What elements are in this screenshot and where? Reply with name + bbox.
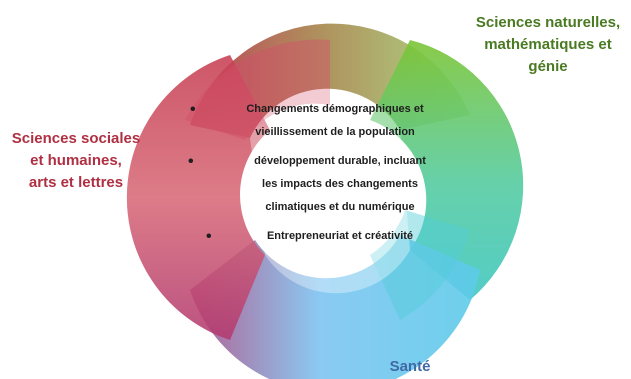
domain-label-line: Santé <box>389 358 431 375</box>
theme-item: Changements démographiques et vieillisse… <box>180 98 480 144</box>
domain-label-line: Sciences naturelles, <box>475 14 621 31</box>
domain-label-line: arts et lettres <box>28 174 124 191</box>
domain-label-line: Sciences sociales <box>11 130 141 147</box>
domain-label-line: génie <box>528 58 568 75</box>
domain-label-line: et humaines, <box>30 152 122 169</box>
domain-label-sante: Santé <box>380 356 440 378</box>
theme-item: développement durable, incluant les impa… <box>180 150 490 219</box>
theme-item: Entrepreneuriat et créativité <box>180 225 490 248</box>
theme-line: les impacts des changements <box>262 178 418 190</box>
theme-line: Entrepreneuriat et créativité <box>266 230 414 242</box>
theme-line: climatiques et du numérique <box>265 201 415 213</box>
theme-line: vieillissement de la population <box>255 126 415 138</box>
theme-line: Changements démographiques et <box>246 103 424 115</box>
ring-segment-bottom <box>190 235 480 379</box>
domain-label-sciences-naturelles: Sciences naturelles, mathématiques et gé… <box>468 12 628 78</box>
theme-list: Changements démographiques et vieillisse… <box>180 98 490 254</box>
theme-line: développement durable, incluant <box>254 155 426 167</box>
domain-label-line: mathématiques et <box>484 36 612 53</box>
domain-label-sciences-sociales: Sciences sociales et humaines, arts et l… <box>2 128 150 194</box>
